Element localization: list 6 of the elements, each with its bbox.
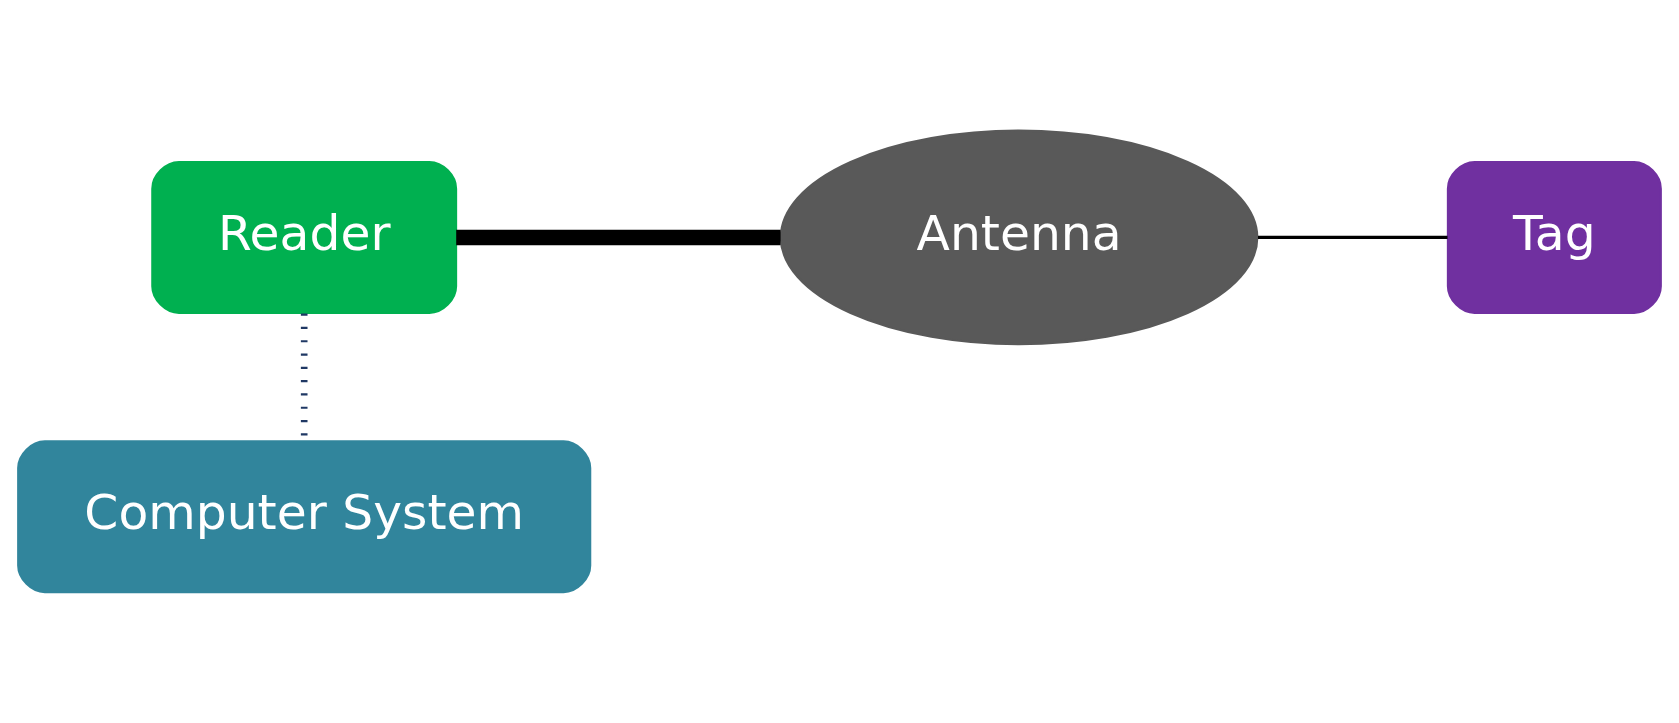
node-box: Computer System <box>17 440 592 594</box>
node-ellipse: Antenna <box>779 129 1259 346</box>
node-box: Reader <box>151 160 458 314</box>
node-box: Tag <box>1446 160 1662 314</box>
connector <box>1258 235 1448 240</box>
connector <box>456 229 781 246</box>
